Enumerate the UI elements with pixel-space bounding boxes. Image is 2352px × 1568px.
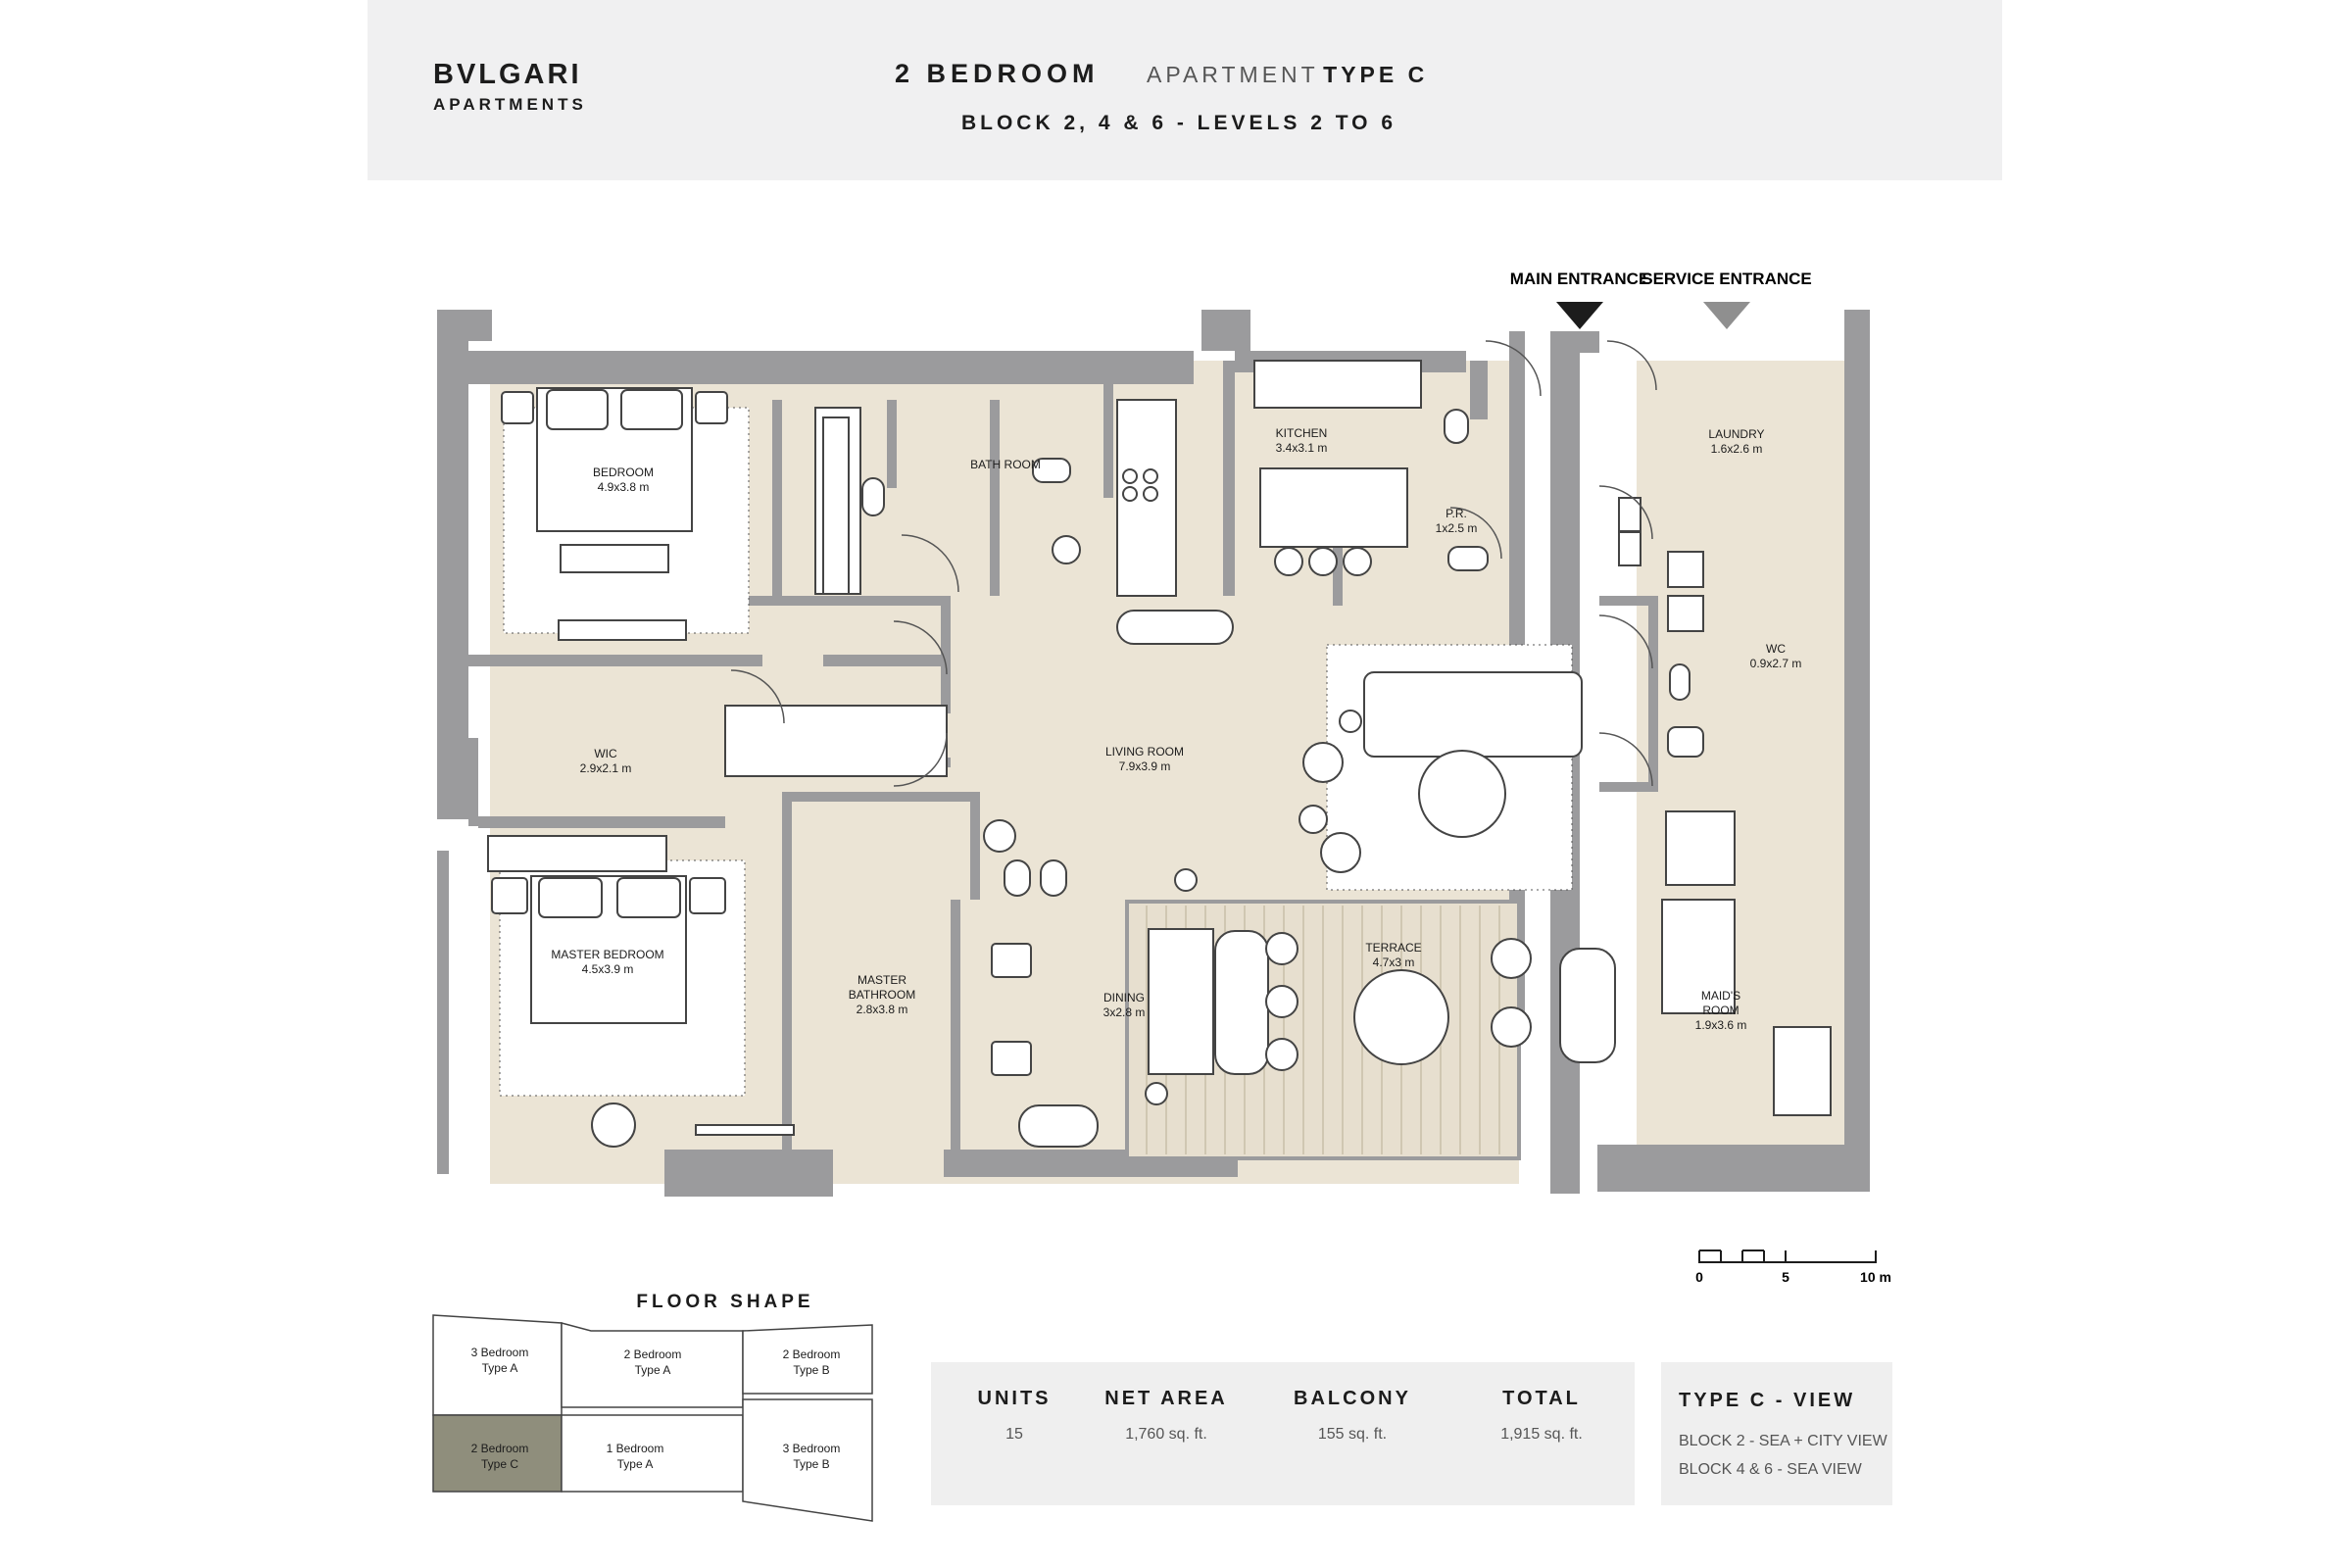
unit-3bed-b [742, 1398, 873, 1522]
room-master-bathroom-name2: BATHROOM [849, 988, 915, 1002]
service-entrance-label: SERVICE ENTRANCE [1642, 270, 1812, 288]
floor-plan: MAIN ENTRANCE SERVICE ENTRANCE BEDROOM 4… [437, 270, 1870, 1197]
room-kitchen-size: 3.4x3.1 m [1276, 441, 1328, 455]
scale-label-10: 10 m [1860, 1269, 1891, 1285]
main-entrance-arrow [1556, 302, 1603, 329]
stat-balcony-label: BALCONY [1294, 1388, 1411, 1409]
stat-total: TOTAL 1,915 sq. ft. [1458, 1388, 1625, 1444]
coffee-table [1418, 750, 1506, 838]
room-pr-name: P.R. [1446, 507, 1467, 520]
scale-label-0: 0 [1695, 1269, 1703, 1285]
room-wc-size: 0.9x2.7 m [1750, 657, 1802, 670]
stat-balcony-value: 155 sq. ft. [1317, 1426, 1388, 1443]
stat-total-label: TOTAL [1502, 1388, 1581, 1409]
fs-unit-5-l2: Type B [793, 1457, 829, 1471]
stat-net-area-value: 1,760 sq. ft. [1125, 1426, 1207, 1443]
bathtub-icon [1018, 1104, 1099, 1148]
view-title: TYPE C - VIEW [1679, 1390, 1856, 1411]
stat-net-area: NET AREA 1,760 sq. ft. [1083, 1388, 1250, 1444]
room-maids-size: 1.9x3.6 m [1695, 1018, 1747, 1032]
fs-unit-1-l2: Type A [635, 1363, 671, 1377]
fs-unit-1-l1: 2 Bedroom [624, 1348, 682, 1361]
room-laundry-size: 1.6x2.6 m [1711, 442, 1763, 456]
fs-unit-4-l2: Type A [617, 1457, 654, 1471]
view-line-1: BLOCK 2 - SEA + CITY VIEW [1679, 1433, 1887, 1449]
terrace-table [1353, 969, 1449, 1065]
fs-unit-2-l2: Type B [793, 1363, 829, 1377]
fs-unit-0-l2: Type A [482, 1361, 518, 1375]
dining-bench [1148, 928, 1214, 1075]
area-stats-panel: UNITS 15 NET AREA 1,760 sq. ft. BALCONY … [931, 1362, 1635, 1505]
room-wic-size: 2.9x2.1 m [580, 761, 632, 775]
service-entrance-arrow [1703, 302, 1750, 329]
fs-unit-3-l2: Type C [481, 1457, 518, 1471]
room-master-bathroom-name1: MASTER [858, 973, 906, 987]
title-apartment: APARTMENT [1146, 62, 1319, 87]
room-wc-name: WC [1766, 642, 1786, 656]
washer-icon [1667, 551, 1704, 588]
fs-unit-5-l1: 3 Bedroom [783, 1442, 841, 1455]
fs-unit-2-l1: 2 Bedroom [783, 1348, 841, 1361]
service-floor [1637, 361, 1870, 1164]
room-dining-size: 3x2.8 m [1103, 1005, 1146, 1019]
room-wic-name: WIC [594, 747, 617, 760]
room-laundry-name: LAUNDRY [1708, 427, 1764, 441]
room-terrace-name: TERRACE [1365, 941, 1421, 955]
room-bathroom-name: BATH ROOM [970, 458, 1041, 471]
kitchen-island [1259, 467, 1408, 548]
room-living-size: 7.9x3.9 m [1119, 760, 1171, 773]
room-terrace-size: 4.7x3 m [1373, 956, 1415, 969]
dryer-icon [1667, 595, 1704, 632]
bed-icon [1661, 899, 1736, 1014]
stat-units: UNITS 15 [931, 1388, 1098, 1444]
room-bedroom-name: BEDROOM [593, 466, 654, 479]
terrace-sofa [1559, 948, 1616, 1063]
floor-shape-diagram: 3 Bedroom Type A 2 Bedroom Type A 2 Bedr… [432, 1314, 873, 1522]
stat-total-value: 1,915 sq. ft. [1500, 1426, 1583, 1443]
stat-net-area-label: NET AREA [1104, 1388, 1228, 1409]
room-bedroom-size: 4.9x3.8 m [598, 480, 650, 494]
page-title: 2 BEDROOM APARTMENT TYPE C [895, 59, 1444, 89]
fs-unit-4-l1: 1 Bedroom [607, 1442, 664, 1455]
room-maids-name1: MAID'S [1701, 989, 1740, 1003]
kitchen-cabinets [1253, 360, 1422, 409]
fs-unit-0-l1: 3 Bedroom [471, 1346, 529, 1359]
room-dining-name: DINING [1103, 991, 1145, 1004]
stat-balcony: BALCONY 155 sq. ft. [1269, 1388, 1436, 1444]
main-entrance-label: MAIN ENTRANCE [1510, 270, 1650, 288]
room-pr-size: 1x2.5 m [1436, 521, 1478, 535]
wardrobe [724, 705, 948, 777]
header-band [368, 0, 2002, 180]
stat-units-label: UNITS [977, 1388, 1052, 1409]
sideboard [1116, 610, 1234, 645]
dining-table [1214, 930, 1269, 1075]
stat-units-value: 15 [1005, 1426, 1023, 1443]
fs-unit-3-l1: 2 Bedroom [471, 1442, 529, 1455]
title-type: TYPE C [1323, 62, 1429, 87]
unit-2bed-b [742, 1324, 873, 1395]
room-master-bathroom-size: 2.8x3.8 m [857, 1003, 908, 1016]
page-subtitle: BLOCK 2, 4 & 6 - LEVELS 2 TO 6 [960, 112, 1397, 134]
floor-shape-title: FLOOR SHAPE [636, 1292, 814, 1312]
sofa [1363, 671, 1583, 758]
brand-logo: BVLGARI APARTMENTS [433, 59, 587, 115]
room-master-bedroom-size: 4.5x3.9 m [582, 962, 634, 976]
view-panel: TYPE C - VIEW BLOCK 2 - SEA + CITY VIEW … [1661, 1362, 1892, 1505]
partitions [468, 370, 1658, 1164]
brand-subtitle: APARTMENTS [433, 95, 587, 114]
room-maids-name2: ROOM [1702, 1004, 1739, 1017]
brand-name: BVLGARI [433, 59, 582, 90]
room-living-name: LIVING ROOM [1105, 745, 1184, 759]
scale-bar: 0 5 10 m [1695, 1250, 1891, 1285]
title-bedrooms: 2 BEDROOM [895, 59, 1100, 88]
scale-label-5: 5 [1782, 1269, 1789, 1285]
room-master-bedroom-name: MASTER BEDROOM [551, 948, 663, 961]
view-line-2: BLOCK 4 & 6 - SEA VIEW [1679, 1461, 1862, 1478]
doors [730, 340, 1657, 787]
room-kitchen-name: KITCHEN [1276, 426, 1328, 440]
